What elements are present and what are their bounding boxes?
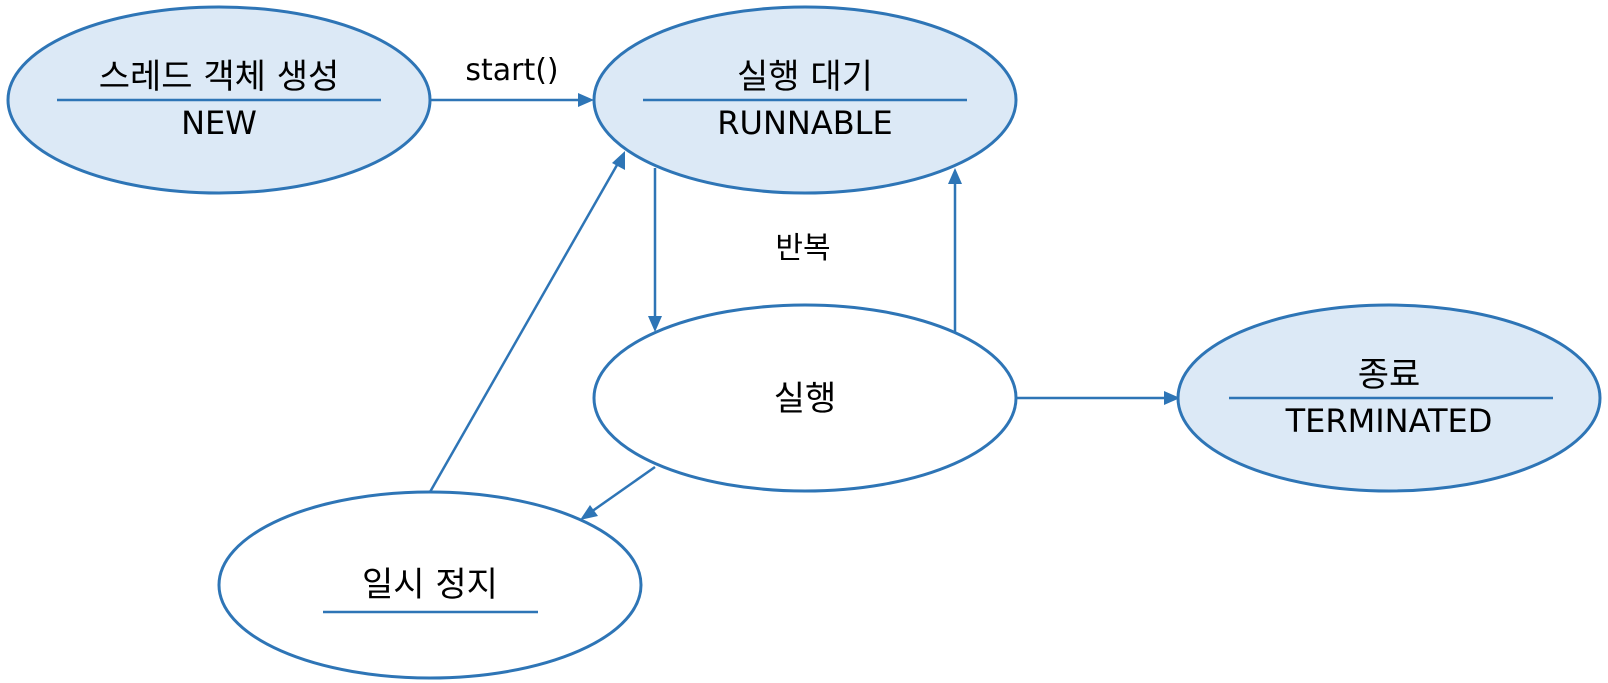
edge-runnable-to-running [648, 168, 662, 332]
state-terminated: 종료 TERMINATED [1176, 303, 1602, 493]
state-title: 실행 [774, 379, 837, 419]
edge-running-to-runnable [948, 168, 962, 332]
state-subtitle: NEW [181, 104, 257, 142]
state-ellipse [592, 303, 1018, 493]
state-title: 스레드 객체 생성 [99, 57, 340, 97]
edge-running-to-paused [580, 465, 656, 520]
arrowhead [580, 505, 598, 520]
state-runnable: 실행 대기 RUNNABLE [592, 5, 1018, 195]
arrowhead [1164, 391, 1180, 405]
state-ellipse [217, 490, 643, 680]
state-subtitle: RUNNABLE [717, 104, 892, 142]
state-paused: 일시 정지 [217, 490, 643, 680]
arrowhead [578, 93, 594, 107]
arrowhead [648, 316, 662, 332]
arrowhead [612, 151, 625, 170]
state-subtitle: TERMINATED [1285, 402, 1493, 440]
state-title: 실행 대기 [737, 57, 873, 97]
edge-label-start: start() [465, 53, 558, 88]
edge-new-to-runnable [428, 93, 594, 107]
edge-paused-to-runnable [428, 151, 625, 493]
edge-label-loop: 반복 [775, 231, 830, 266]
edge-running-to-terminated [1016, 391, 1180, 405]
arrowhead [948, 168, 962, 184]
transitions: start() 반복 [428, 53, 1180, 520]
state-title: 일시 정지 [362, 565, 498, 605]
state-title: 종료 [1358, 355, 1421, 395]
state-running: 실행 [592, 303, 1018, 493]
state-new: 스레드 객체 생성 NEW [6, 5, 432, 195]
